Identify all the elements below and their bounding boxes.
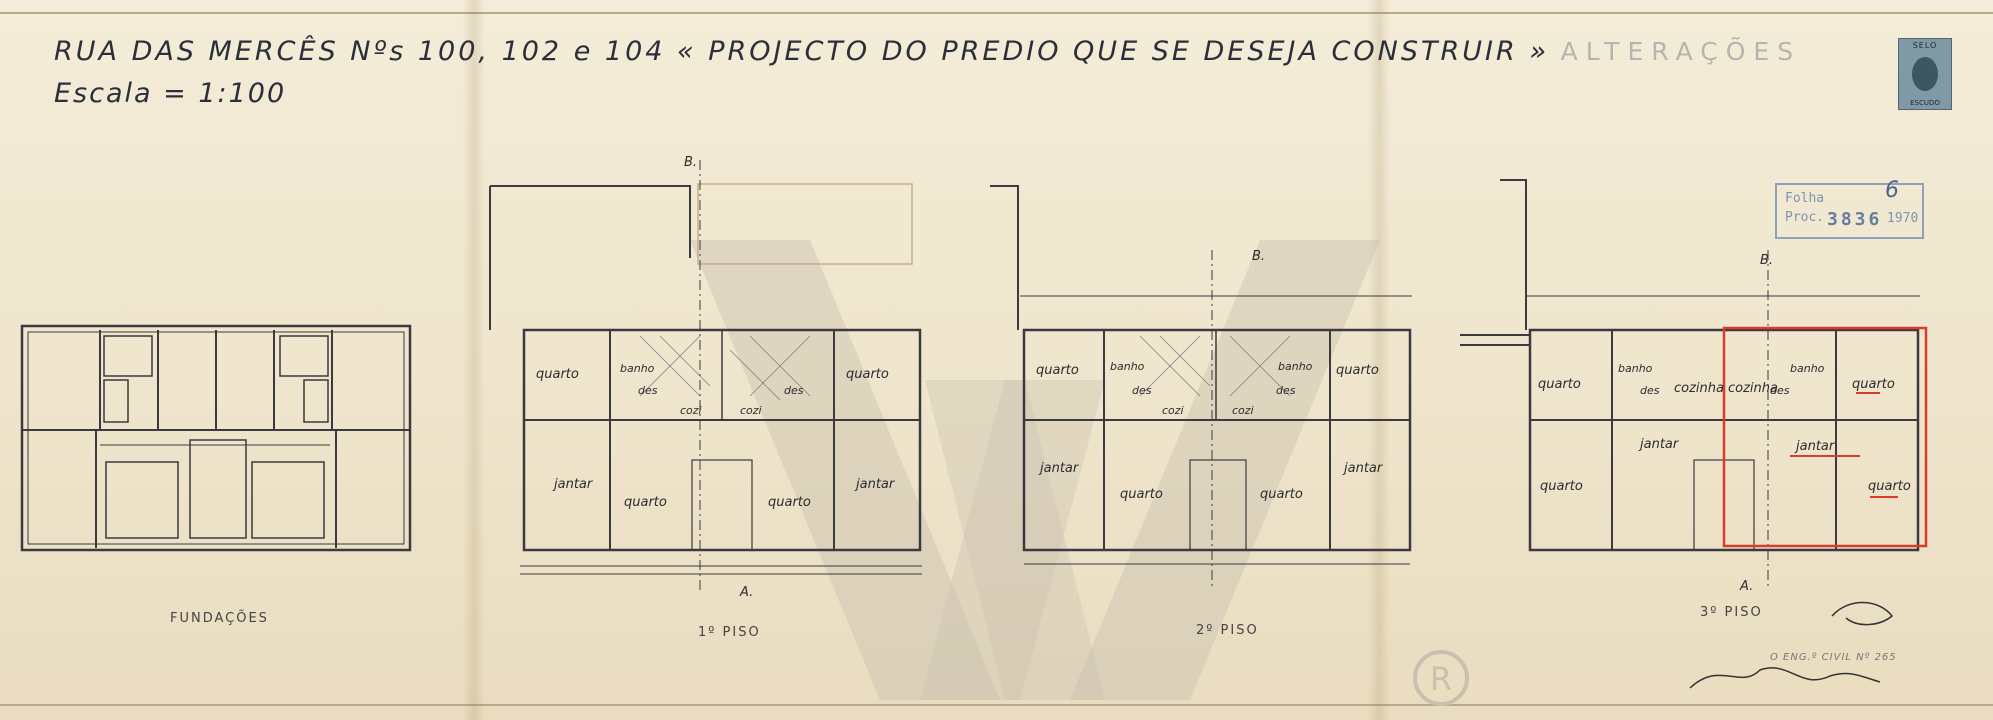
sheet-number: 6 — [1885, 178, 1899, 203]
room-label: banho — [620, 362, 655, 375]
room-label: quarto — [1036, 363, 1079, 378]
room-label: quarto — [1538, 377, 1581, 392]
room-label: quarto — [1852, 377, 1895, 392]
room-label: jantar — [552, 477, 594, 492]
stamp-year: 1970 — [1887, 211, 1919, 226]
room-label: des — [1276, 384, 1296, 397]
section-marker: A. — [739, 585, 753, 600]
engineer-note: O ENG.º CIVIL Nº 265 — [1770, 652, 1897, 663]
title-main: RUA DAS MERCÊS Nºs 100, 102 e 104 « PROJ… — [54, 36, 1549, 67]
section-marker: B. — [1252, 249, 1265, 264]
room-label: jantar — [1638, 437, 1680, 452]
archive-stamp: Folha Proc. 3836 1970 — [1775, 183, 1924, 239]
revenue-stamp: SELO ESCUDO — [1898, 38, 1952, 110]
room-label: cozi — [740, 404, 762, 417]
section-marker: B. — [684, 155, 697, 170]
floor-label: FUNDAÇÕES — [170, 610, 269, 626]
stamp-row2: Proc. — [1785, 210, 1825, 225]
signature — [1831, 601, 1894, 626]
room-label: des — [784, 384, 804, 397]
room-label: cozinha — [1674, 381, 1724, 396]
room-label: banho — [1278, 360, 1313, 373]
drawing-title: RUA DAS MERCÊS Nºs 100, 102 e 104 « PROJ… — [54, 36, 1801, 67]
sheet-bottom-border — [0, 704, 1993, 706]
section-marker: A. — [1739, 579, 1753, 594]
room-label: cozi — [1162, 404, 1184, 417]
plan-room — [105, 461, 179, 539]
room-label: cozi — [1232, 404, 1254, 417]
plan-piso3 — [1460, 179, 1928, 590]
room-label: banho — [1110, 360, 1145, 373]
room-label: quarto — [1868, 479, 1911, 494]
room-label: quarto — [624, 495, 667, 510]
paper-fold — [1368, 0, 1390, 720]
plan-room — [279, 335, 329, 377]
plan-room — [103, 379, 129, 423]
room-label: quarto — [1260, 487, 1303, 502]
plan-hatch — [1139, 335, 1291, 397]
plan-room — [189, 439, 247, 539]
room-label: des — [1770, 384, 1790, 397]
room-label: cozinha — [1728, 381, 1778, 396]
plan-outline — [20, 324, 412, 552]
stair — [691, 459, 753, 551]
floor-label: 3º PISO — [1700, 605, 1763, 620]
room-label: des — [1640, 384, 1660, 397]
stair — [1189, 459, 1247, 551]
revenue-stamp-top: SELO — [1912, 41, 1938, 50]
plan-room — [251, 461, 325, 539]
plan-fundacoes — [20, 324, 412, 552]
stamp-number: 3836 — [1827, 209, 1883, 230]
plan-room — [103, 335, 153, 377]
plan-piso1 — [489, 160, 922, 590]
scale-label: Escala = 1:100 — [54, 78, 287, 109]
room-label: cozi — [680, 404, 702, 417]
room-label: quarto — [768, 495, 811, 510]
revenue-stamp-emblem-icon — [1912, 57, 1938, 91]
labels-piso2: quarto banho banho quarto des cozi cozi … — [1036, 249, 1384, 638]
title-alteracoes: ALTERAÇÕES — [1560, 37, 1802, 66]
signature — [1689, 667, 1881, 689]
room-label: banho — [1790, 362, 1825, 375]
floor-label: 1º PISO — [698, 625, 761, 640]
floor-label: 2º PISO — [1196, 623, 1259, 638]
paper-fold — [463, 0, 485, 720]
room-label: jantar — [854, 477, 896, 492]
plan-room — [303, 379, 329, 423]
room-label: jantar — [1342, 461, 1384, 476]
room-label: quarto — [536, 367, 579, 382]
plan-wall — [1500, 179, 1527, 330]
sheet-top-border — [0, 12, 1993, 14]
plan-piso2 — [990, 185, 1412, 590]
plan-annex — [697, 183, 913, 265]
room-label: quarto — [1120, 487, 1163, 502]
plan-wall — [490, 185, 691, 258]
labels-piso3: quarto banho cozinha cozinha banho quart… — [1538, 253, 1911, 620]
room-label: des — [1132, 384, 1152, 397]
labels-piso1: quarto banho quarto des cozi cozi des ja… — [536, 155, 896, 640]
section-marker: B. — [1760, 253, 1773, 268]
alteration-highlight-box — [1722, 326, 1928, 548]
stamp-row1: Folha — [1785, 191, 1825, 206]
room-label: quarto — [1336, 363, 1379, 378]
room-label: jantar — [1794, 439, 1836, 454]
plan-wall — [990, 185, 1019, 330]
revenue-stamp-bottom: ESCUDO — [1910, 99, 1940, 107]
room-label: quarto — [846, 367, 889, 382]
room-label: quarto — [1540, 479, 1583, 494]
room-label: banho — [1618, 362, 1653, 375]
room-label: des — [638, 384, 658, 397]
room-label: jantar — [1038, 461, 1080, 476]
plan-hatch — [639, 335, 811, 401]
